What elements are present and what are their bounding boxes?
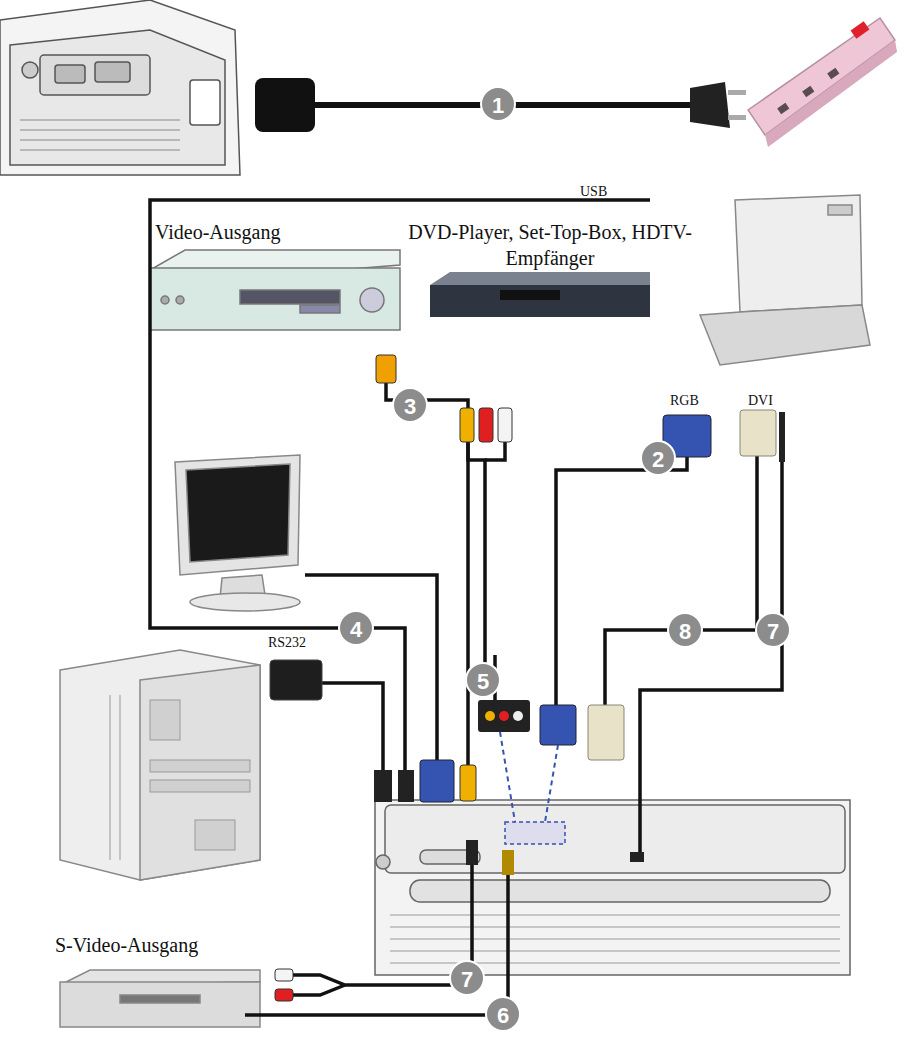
device-label: Video-Ausgang	[155, 219, 395, 245]
device-label: DVD-Player, Set-Top-Box, HDTV-Empfänger	[400, 219, 700, 271]
callout-number: 7	[755, 612, 791, 648]
power-cord	[255, 78, 746, 132]
device-label: S-Video-Ausgang	[55, 932, 295, 958]
set-top-box	[430, 272, 650, 317]
pc-tower	[60, 650, 260, 880]
callout-number: 5	[465, 662, 501, 698]
cables	[150, 200, 782, 1015]
callout-number: 6	[485, 996, 521, 1032]
callout-number: 1	[480, 86, 516, 122]
video-recorder	[150, 250, 400, 330]
adapter-leaders	[500, 732, 558, 822]
connectors	[270, 355, 785, 1001]
svideo-player	[60, 970, 260, 1027]
laptop	[700, 195, 870, 365]
callout-number: 3	[392, 387, 428, 423]
callout-number: 4	[338, 610, 374, 646]
callout-number: 8	[667, 612, 703, 648]
device-label: USB	[580, 183, 607, 201]
device-label: DVI	[748, 392, 773, 410]
callout-number: 7	[449, 960, 485, 996]
device-label: RS232	[268, 634, 306, 652]
power-strip	[748, 18, 897, 147]
projector-panel	[375, 800, 850, 975]
device-label: RGB	[670, 392, 699, 410]
callout-number: 2	[640, 440, 676, 476]
monitor	[175, 455, 300, 611]
projector-rear	[0, 0, 240, 175]
